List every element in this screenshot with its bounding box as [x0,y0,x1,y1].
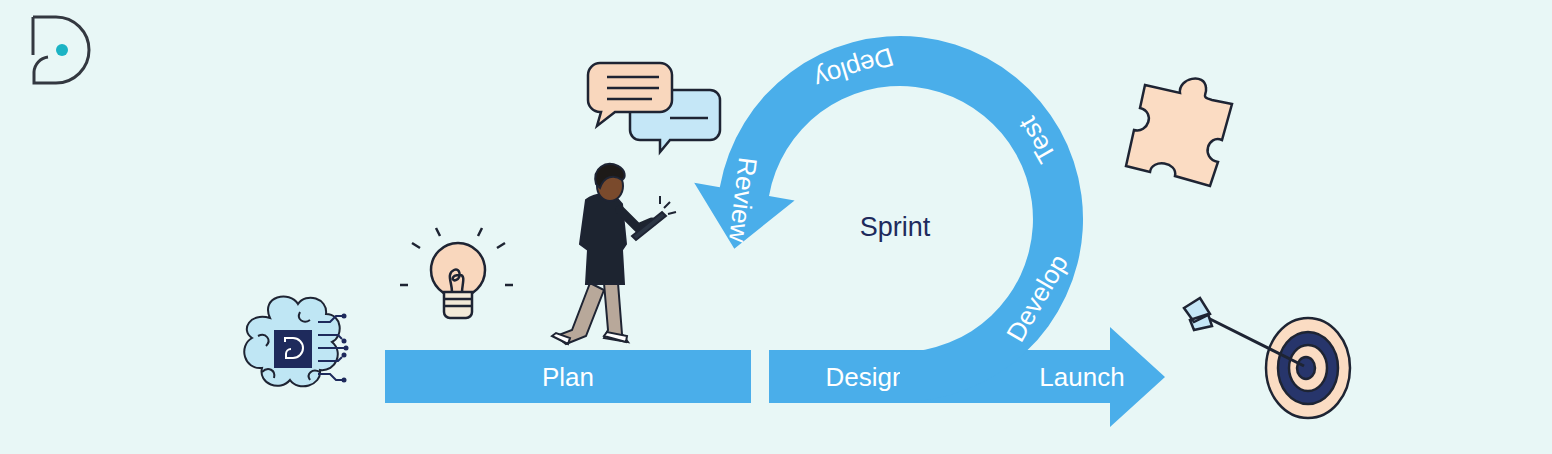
brain-chip [244,296,348,386]
drawing-part [258,312,320,380]
drawing-part [285,338,303,358]
drawing-part [1278,332,1338,404]
drawing-part [275,331,311,367]
drawing-part [1184,298,1212,330]
stage-label: Plan [542,364,594,390]
puzzle-piece [1126,79,1232,186]
target [1184,298,1350,418]
drawing-part [1266,318,1350,418]
center-label: Sprint [860,214,931,241]
drawing-part [595,164,624,188]
light-bulb [400,228,513,318]
drawing-part [400,228,513,285]
drawing-part [342,378,347,383]
sprint-loop [694,36,1083,402]
drawing-part [1204,316,1304,366]
drawing-part [344,346,349,351]
plan-band [385,350,751,403]
drawing-part [342,314,347,319]
speech-bubbles [588,63,720,152]
drawing-part [552,332,627,344]
drawing-part [607,77,708,118]
drawing-part [632,212,666,240]
drawing-part [1126,79,1232,186]
drawing-part [342,314,349,383]
drawing-part [56,44,68,56]
drawing-part [445,269,471,306]
drawing-part [1289,345,1327,391]
person [552,164,676,344]
drawing-part [244,296,339,386]
drawing-part [342,339,347,344]
logo [33,17,89,83]
drawing-part [660,196,676,214]
drawing-part [588,63,672,126]
drawing-part [318,316,344,380]
stage-node: Plan [385,350,751,403]
stage-label: Design [826,364,907,390]
drawing-part [33,17,89,83]
drawing-part [1297,357,1315,379]
drawing-part [342,353,347,358]
stage-label: Launch [1039,364,1124,390]
